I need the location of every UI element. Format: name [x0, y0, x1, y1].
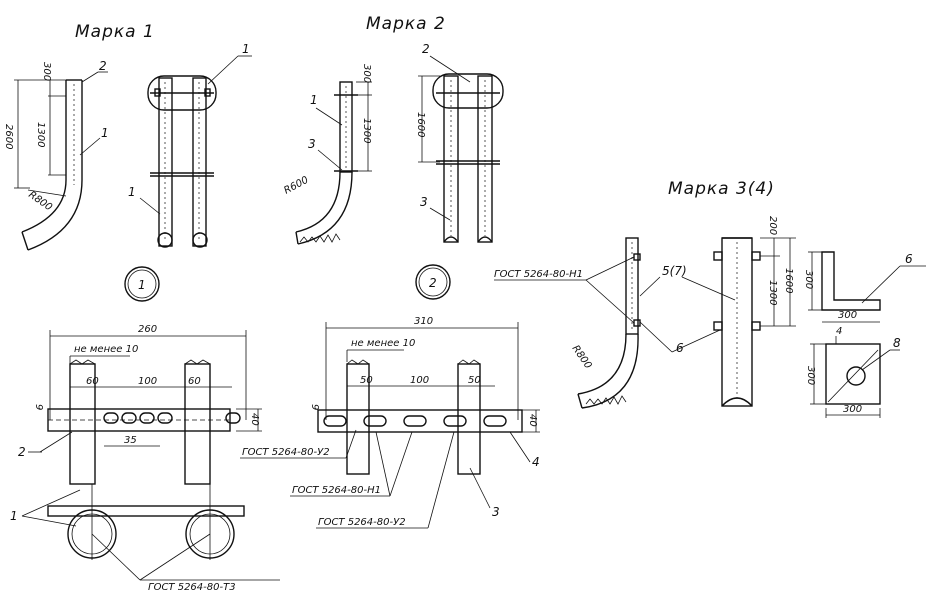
mark-3-front-view: 200 1300 1600: [713, 216, 796, 407]
dim-60-left: 60: [86, 376, 99, 387]
dim-300-mark1: 300: [41, 62, 52, 81]
pos-1-mark1-top: 1: [242, 42, 250, 56]
pos-2-section1: 2: [18, 445, 26, 459]
pos-1-mark2-side: 1: [310, 93, 318, 107]
dim-300-plate-h: 300: [805, 366, 816, 385]
mark-1-title: Марка 1: [75, 22, 155, 42]
pos-2-mark2-front: 2: [422, 42, 430, 56]
gost-u2-top: ГОСТ 5264-80-У2: [242, 447, 330, 458]
section-1-marker: [124, 266, 160, 302]
dim-50-right: 50: [468, 375, 481, 386]
dim-1600-mark3: 1600: [783, 268, 794, 293]
angle-bracket-detail: 300 300 6 8 4 300 300: [803, 251, 926, 418]
mark-1-side-view: 300 1300 2600 R800 2 1: [3, 59, 109, 251]
dim-50-left: 50: [360, 375, 373, 386]
pos-1-section1: 1: [10, 509, 18, 523]
dim-310: 310: [414, 316, 433, 327]
mark-2-front-view: 1600 2 3: [415, 42, 504, 243]
dim-1300-mark3: 1300: [767, 280, 778, 305]
mark-3-title: Марка 3(4): [668, 179, 775, 199]
dim-100-s1: 100: [138, 376, 157, 387]
pos-5-7-mark3: 5(7): [662, 264, 687, 278]
gost-t3: ГОСТ 5264-80-Т3: [148, 582, 236, 593]
mark-2-side-view: 300 1300 1 3 R600: [282, 64, 372, 245]
dim-60-right: 60: [188, 376, 201, 387]
section-2-detail: 310 не менее 10 50 100 50 9 40 4 ГОСТ 52…: [240, 316, 540, 529]
dim-300-bracket-w: 300: [838, 310, 857, 321]
gost-n1-mark3: ГОСТ 5264-80-Н1: [494, 269, 583, 280]
pos-6-bracket: 6: [905, 252, 913, 266]
dim-1300-mark1: 1300: [35, 122, 46, 147]
pos-3-mark2-front: 3: [420, 195, 428, 209]
dim-300-mark2: 300: [361, 64, 372, 83]
section-1-detail: 260 не менее 10 60 100 60 35 9 40 2: [10, 324, 280, 593]
gost-n1-s2: ГОСТ 5264-80-Н1: [292, 485, 381, 496]
dim-9-s1: 9: [33, 404, 44, 410]
mark-3-side-view: ГОСТ 5264-80-Н1 R800 6 5(7): [494, 237, 736, 409]
mark-1-front-view: 1 1: [128, 42, 252, 248]
not-less-10-s1: не менее 10: [74, 344, 138, 355]
section-2-marker: [415, 264, 451, 300]
pos-3-section2: 3: [492, 505, 500, 519]
dim-9-s2: 9: [309, 404, 320, 410]
dim-1600-mark2: 1600: [415, 112, 426, 137]
dim-40-s1: 40: [249, 413, 260, 426]
radius-r800-mark3: R800: [570, 343, 594, 371]
pos-4-section2: 4: [532, 455, 540, 469]
dim-200-mark3: 200: [767, 216, 778, 235]
dim-260: 260: [138, 324, 157, 335]
pos-1-mark1-front: 1: [128, 185, 136, 199]
plate-8: [825, 343, 881, 405]
pos-8-plate: 8: [893, 336, 901, 350]
not-less-10-s2: не менее 10: [351, 338, 415, 349]
mark-2-title: Марка 2: [366, 14, 446, 34]
pos-6-mark3-side: 6: [676, 341, 684, 355]
dim-2600-mark1: 2600: [3, 124, 14, 149]
dim-4-plate: 4: [836, 326, 842, 337]
pos-3-mark2-side: 3: [308, 137, 316, 151]
dim-35: 35: [124, 435, 137, 446]
radius-r600-mark2: R600: [282, 175, 310, 197]
section-2-label: 2: [429, 276, 437, 290]
dim-1300-mark2: 1300: [361, 118, 372, 143]
pos-1-mark1-side: 1: [101, 126, 109, 140]
pos-2-mark1-side: 2: [99, 59, 107, 73]
dim-300-plate-w: 300: [843, 404, 862, 415]
dim-40-s2: 40: [527, 414, 538, 427]
section-1-label: 1: [138, 278, 146, 292]
dim-300-bracket-h: 300: [803, 270, 814, 289]
dim-100-s2: 100: [410, 375, 429, 386]
gost-u2-bottom: ГОСТ 5264-80-У2: [318, 517, 406, 528]
